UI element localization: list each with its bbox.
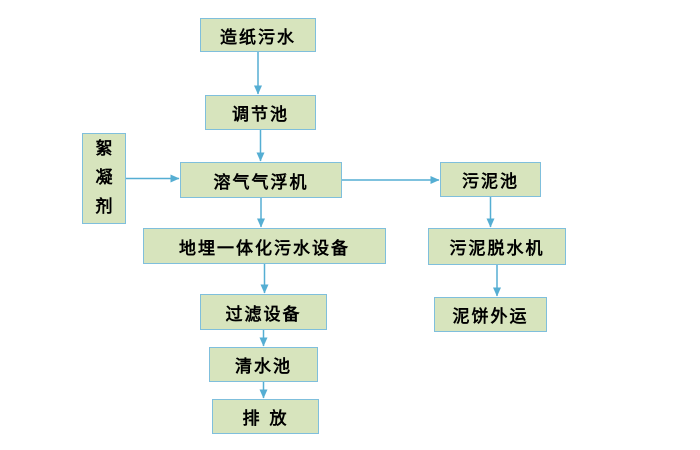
node-mud-cake-transport: 泥饼外运 [434, 297, 547, 332]
node-regulating-tank: 调节池 [205, 95, 316, 130]
node-sludge-tank: 污泥池 [440, 162, 541, 197]
node-discharge: 排 放 [212, 399, 319, 434]
node-sludge-dewatering-machine: 污泥脱水机 [428, 228, 566, 265]
node-clean-water-tank: 清水池 [209, 347, 318, 382]
node-buried-integrated-equipment: 地埋一体化污水设备 [143, 228, 386, 264]
node-filter-equipment: 过滤设备 [200, 294, 327, 330]
node-daf-machine: 溶气气浮机 [180, 162, 342, 198]
node-flocculant: 絮凝剂 [82, 133, 126, 224]
node-paper-wastewater: 造纸污水 [200, 18, 316, 52]
